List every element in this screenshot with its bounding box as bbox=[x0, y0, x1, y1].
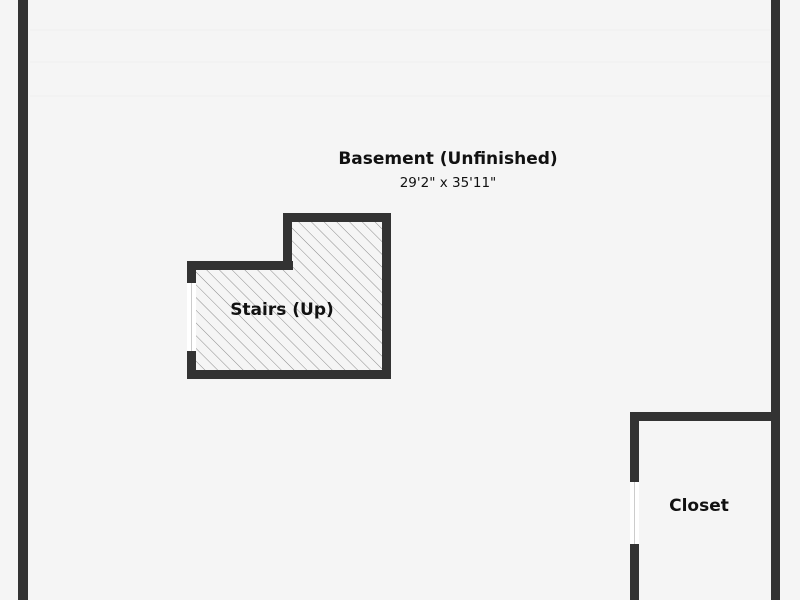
basement-wall-right bbox=[771, 0, 780, 600]
basement-name-label: Basement (Unfinished) bbox=[338, 149, 558, 169]
stairs-floor bbox=[196, 222, 382, 370]
basement-wall-left bbox=[18, 0, 28, 600]
closet-name-label: Closet bbox=[669, 496, 729, 516]
basement-dimensions-label: 29'2" x 35'11" bbox=[399, 175, 497, 191]
background-texture bbox=[30, 29, 770, 97]
stairs-name-label: Stairs (Up) bbox=[230, 300, 334, 320]
